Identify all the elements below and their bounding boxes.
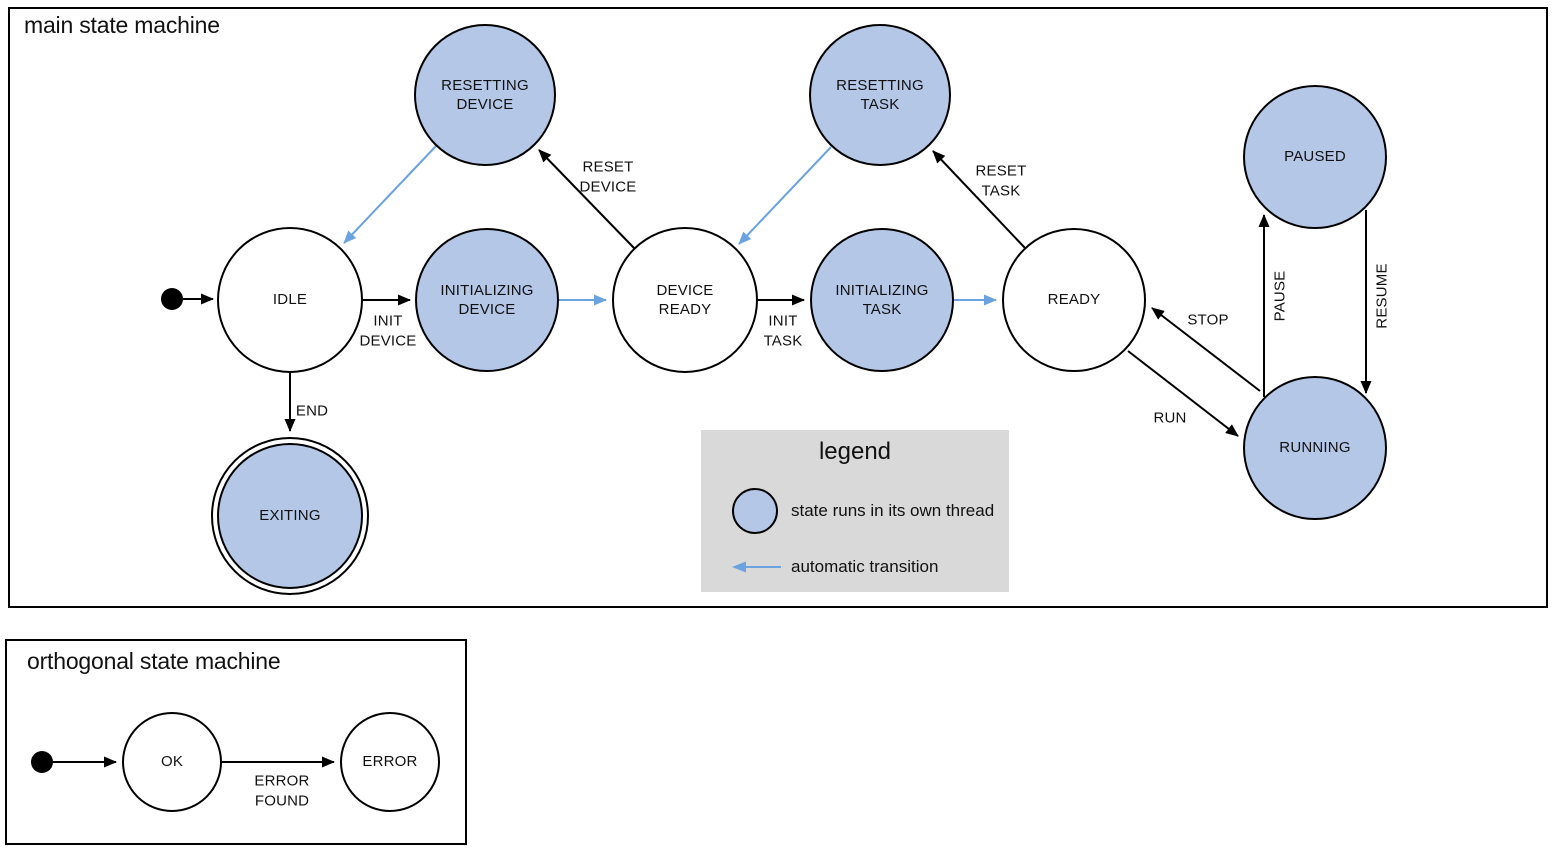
state-ok: OK <box>122 712 222 812</box>
state-label: EXITING <box>259 507 321 525</box>
legend-title: legend <box>818 438 892 465</box>
state-idle: IDLE <box>217 227 363 373</box>
transition-label-reset-device: RESET DEVICE <box>579 158 637 196</box>
state-exiting-final: EXITING <box>211 437 369 595</box>
state-label: OK <box>160 753 184 771</box>
state-error: ERROR <box>340 712 440 812</box>
state-label: INITIALIZING TASK <box>835 281 929 319</box>
state-label: RUNNING <box>1279 439 1351 457</box>
state-label: ERROR <box>362 753 418 771</box>
state-device-ready: DEVICE READY <box>612 227 758 373</box>
state-label: READY <box>1047 291 1101 309</box>
state-label: INITIALIZING DEVICE <box>440 281 534 319</box>
transition-label-end: END <box>295 402 329 420</box>
legend-item-label: automatic transition <box>791 557 939 576</box>
state-label: DEVICE READY <box>656 281 714 319</box>
initial-state-dot <box>161 288 183 310</box>
transition-label-reset-task: RESET TASK <box>975 162 1027 200</box>
legend-panel: legend state runs in its own thread auto… <box>701 430 1009 592</box>
orthogonal-state-machine-title: orthogonal state machine <box>27 648 281 674</box>
automatic-transition-arrow-icon <box>732 561 781 573</box>
state-resetting-task: RESETTING TASK <box>809 24 951 166</box>
state-exiting: EXITING <box>217 443 363 589</box>
state-label: RESETTING TASK <box>836 76 924 114</box>
main-state-machine-panel <box>8 7 1548 608</box>
transition-label-init-device: INIT DEVICE <box>359 312 417 350</box>
state-running: RUNNING <box>1243 376 1387 520</box>
state-ready: READY <box>1002 228 1146 372</box>
state-label: RESETTING DEVICE <box>441 76 529 114</box>
threaded-state-icon <box>732 488 778 534</box>
initial-state-dot <box>31 751 53 773</box>
state-label: PAUSED <box>1284 148 1346 166</box>
state-paused: PAUSED <box>1243 85 1387 229</box>
transition-label-pause: PAUSE <box>1271 270 1289 322</box>
legend-item-label: state runs in its own thread <box>791 501 995 520</box>
transition-label-init-task: INIT TASK <box>763 312 803 350</box>
orthogonal-state-machine-panel <box>5 639 467 845</box>
state-initializing-task: INITIALIZING TASK <box>810 228 954 372</box>
state-resetting-device: RESETTING DEVICE <box>414 24 556 166</box>
state-label: IDLE <box>272 291 308 309</box>
state-initializing-device: INITIALIZING DEVICE <box>415 228 559 372</box>
transition-label-run: RUN <box>1153 409 1187 427</box>
main-state-machine-title: main state machine <box>24 12 220 38</box>
transition-label-error-found: ERROR FOUND <box>254 772 310 810</box>
transition-label-resume: RESUME <box>1373 263 1391 329</box>
transition-label-stop: STOP <box>1187 311 1229 329</box>
